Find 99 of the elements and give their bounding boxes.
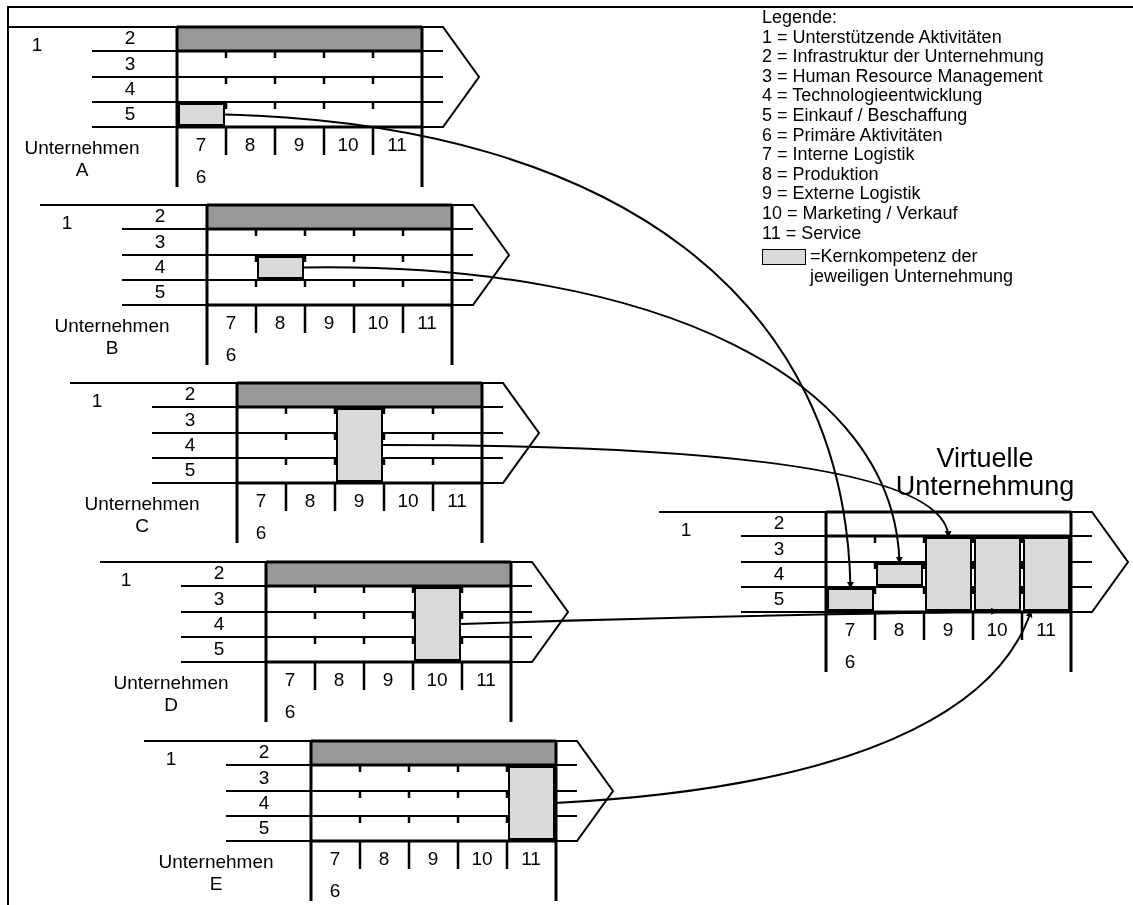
legend-entry: 9 = Externe Logistik: [762, 184, 921, 204]
arrow: [382, 444, 950, 538]
activity-number: 2: [124, 27, 136, 49]
activity-number: 1: [165, 748, 177, 770]
legend-entry: 3 = Human Resource Management: [762, 66, 1043, 87]
company-name: Unternehmen B: [53, 315, 171, 359]
legend-entry: 11 = Service: [762, 223, 862, 244]
core-competence-box: [876, 563, 923, 586]
activity-number: 4: [124, 78, 136, 100]
company-name: Unternehmen E: [157, 851, 275, 895]
activity-number: 7: [844, 619, 856, 641]
activity-number: 1: [680, 519, 692, 541]
activity-number: 2: [154, 205, 166, 227]
company-name: Unternehmen D: [112, 672, 230, 716]
core-competence-box: [336, 408, 383, 482]
activity-number: 2: [184, 383, 196, 405]
activity-number: 4: [213, 613, 225, 635]
core-competence-box: [827, 588, 874, 611]
activity-number: 4: [773, 563, 785, 585]
activity-number: 8: [244, 134, 256, 156]
legend-entry: 1 = Unterstützende Aktivitäten: [762, 27, 1002, 48]
activity-number: 7: [255, 490, 267, 512]
activity-number: 3: [154, 231, 166, 253]
activity-number: 11: [476, 669, 496, 691]
activity-number: 10: [367, 312, 389, 334]
activity-number: 3: [213, 588, 225, 610]
activity-number: 2: [258, 741, 270, 763]
activity-number: 8: [378, 848, 390, 870]
activity-number: 4: [184, 434, 196, 456]
activity-number: 8: [274, 312, 286, 334]
core-competence-box: [925, 537, 972, 611]
legend-entry: 6 = Primäre Aktivitäten: [762, 125, 943, 146]
legend-entry: 2 = Infrastruktur der Unternehmung: [762, 47, 1044, 67]
activity-number: 8: [893, 619, 905, 641]
legend-entry: 8 = Produktion: [762, 164, 879, 185]
activity-number: 10: [986, 619, 1008, 641]
legend-entry: 5 = Einkauf / Beschaffung: [762, 106, 968, 126]
activity-number: 3: [184, 409, 196, 431]
activity-number: 2: [773, 512, 785, 534]
legend-entry: 7 = Interne Logistik: [762, 145, 915, 165]
legend-entry: 4 = Technologieentwicklung: [762, 86, 983, 106]
activity-number: 6: [225, 344, 237, 366]
activity-number: 4: [154, 256, 166, 278]
arrow: [554, 610, 1032, 804]
activity-number: 10: [471, 848, 493, 870]
activity-number: 9: [427, 848, 439, 870]
activity-number: 6: [195, 166, 207, 188]
company-name: Unternehmen C: [83, 493, 201, 537]
activity-number: 11: [521, 848, 541, 870]
activity-number: 10: [397, 490, 419, 512]
core-competence-box: [257, 256, 304, 279]
activity-number: 5: [124, 103, 136, 125]
activity-number: 9: [293, 134, 305, 156]
activity-number: 8: [333, 669, 345, 691]
activity-number: 7: [195, 134, 207, 156]
core-competence-box: [508, 766, 555, 840]
activity-number: 6: [844, 651, 856, 673]
diagram-heading: Virtuelle Unternehmung: [894, 444, 1076, 500]
arrow: [224, 113, 854, 589]
activity-number: 3: [773, 538, 785, 560]
activity-number: 5: [773, 588, 785, 610]
activity-number: 10: [426, 669, 448, 691]
legend-entry: =Kernkompetenz der jeweiligen Unternehmung: [810, 247, 1015, 287]
activity-number: 1: [91, 390, 103, 412]
activity-number: 6: [284, 701, 296, 723]
core-competence-box: [974, 537, 1021, 611]
legend-entry: 10 = Marketing / Verkauf: [762, 204, 958, 224]
core-competence-box: [178, 103, 225, 126]
activity-number: 5: [213, 638, 225, 660]
activity-number: 1: [120, 569, 132, 591]
company-name: Unternehmen A: [23, 137, 141, 181]
arrow: [303, 266, 903, 564]
activity-number: 5: [184, 459, 196, 481]
core-competence-box: [1023, 537, 1070, 611]
activity-number: 1: [31, 34, 43, 56]
activity-number: 9: [323, 312, 335, 334]
activity-number: 9: [942, 619, 954, 641]
activity-number: 1: [61, 212, 73, 234]
activity-number: 3: [124, 53, 136, 75]
activity-number: 7: [329, 848, 341, 870]
activity-number: 11: [1036, 619, 1056, 641]
core-competence-box: [414, 587, 461, 661]
activity-number: 7: [225, 312, 237, 334]
activity-number: 10: [337, 134, 359, 156]
activity-number: 11: [447, 490, 467, 512]
activity-number: 6: [329, 880, 341, 902]
activity-number: 8: [304, 490, 316, 512]
activity-number: 5: [258, 817, 270, 839]
activity-number: 11: [387, 134, 407, 156]
activity-number: 5: [154, 281, 166, 303]
activity-number: 9: [382, 669, 394, 691]
activity-number: 4: [258, 792, 270, 814]
activity-number: 9: [353, 490, 365, 512]
activity-number: 3: [258, 767, 270, 789]
legend-title: Legende:: [762, 8, 838, 28]
activity-number: 2: [213, 562, 225, 584]
activity-number: 6: [255, 522, 267, 544]
activity-number: 7: [284, 669, 296, 691]
activity-number: 11: [417, 312, 437, 334]
